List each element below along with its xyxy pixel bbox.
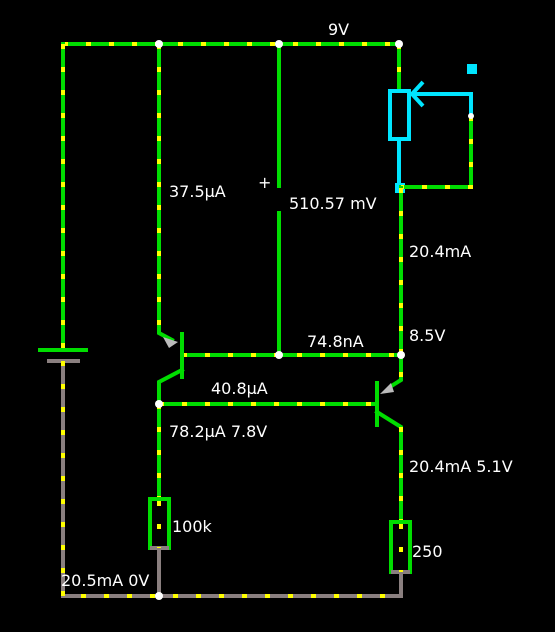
resistor-100k-icon[interactable] bbox=[148, 497, 171, 550]
capacitor-plus-label: + bbox=[258, 173, 271, 192]
emitter-q2-reading-label: 20.4mA 5.1V bbox=[409, 457, 513, 476]
collector-current-q2-label: 20.4mA bbox=[409, 242, 471, 261]
resistor-250-label: 250 bbox=[412, 542, 443, 561]
q2-collector-wire[interactable] bbox=[390, 186, 403, 388]
ground-reading-label: 20.5mA 0V bbox=[61, 571, 149, 590]
q1-collector-wire[interactable] bbox=[157, 42, 175, 343]
resistor-250-icon[interactable] bbox=[389, 520, 412, 574]
transistor-q1-icon[interactable] bbox=[157, 332, 185, 405]
capacitor-voltage-label: 510.57 mV bbox=[289, 194, 377, 213]
branch-current-left-label: 37.5µA bbox=[169, 182, 226, 201]
supply-voltage-label: 9V bbox=[328, 20, 349, 39]
junction-nodes bbox=[155, 40, 405, 600]
resistor-100k-label: 100k bbox=[172, 517, 213, 536]
base-current-q1-label: 74.8nA bbox=[307, 332, 364, 351]
ground-return-wire[interactable] bbox=[61, 361, 403, 598]
potentiometer-wiper-wire[interactable] bbox=[399, 113, 474, 189]
transistor-q2-icon[interactable] bbox=[374, 381, 403, 524]
base-current-q2-label: 40.8µA bbox=[211, 379, 268, 398]
node-voltage-top-label: 8.5V bbox=[409, 326, 445, 345]
emitter-q1-reading-label: 78.2µA 7.8V bbox=[169, 422, 267, 441]
